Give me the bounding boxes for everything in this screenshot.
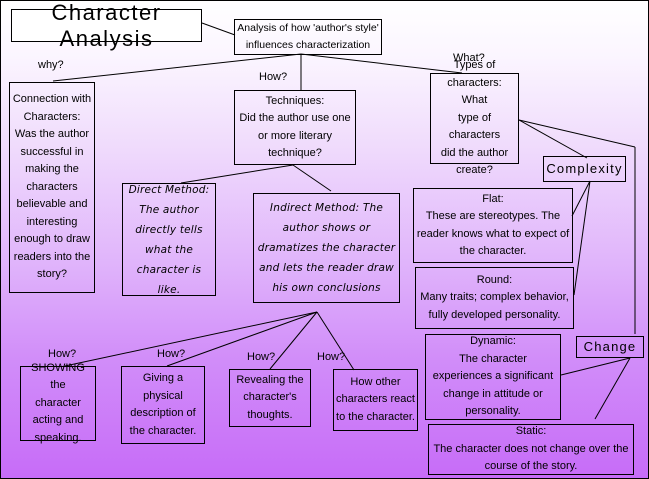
node-others-react: How other characters react to the charac… bbox=[333, 369, 418, 431]
link-types-change bbox=[518, 119, 636, 148]
link-complexity-flat bbox=[571, 180, 591, 217]
question-why: why? bbox=[38, 59, 64, 71]
link-indirect-physical bbox=[166, 311, 318, 367]
question-what: What? bbox=[453, 52, 485, 64]
question-how-showing: How? bbox=[48, 348, 77, 360]
link-indirect-others bbox=[316, 311, 355, 371]
link-title-root bbox=[201, 22, 236, 36]
link-change-static bbox=[594, 357, 631, 420]
node-round: Round: Many traits; complex behavior, fu… bbox=[415, 267, 574, 329]
link-techniques-direct bbox=[180, 164, 294, 184]
link-change-dynamic bbox=[560, 357, 631, 376]
node-physical-description: Giving a physical description of the cha… bbox=[121, 366, 205, 444]
node-indirect-method: Indirect Method: The author shows or dra… bbox=[253, 193, 400, 303]
question-how-physical: How? bbox=[157, 348, 186, 360]
link-root-connection bbox=[52, 53, 302, 82]
node-types-of-characters: Types of characters: What type of charac… bbox=[430, 59, 519, 176]
diagram-title: Character Analysis bbox=[11, 1, 202, 51]
node-complexity: Complexity bbox=[543, 156, 626, 182]
node-showing: SHOWING the character acting and speakin… bbox=[20, 362, 96, 444]
link-types-complexity bbox=[518, 119, 588, 159]
node-static: Static: The character does not change ov… bbox=[428, 424, 634, 475]
node-dynamic: Dynamic: The character experiences a sig… bbox=[425, 334, 561, 420]
link-root-types bbox=[300, 53, 463, 74]
question-how-thoughts: How? bbox=[247, 351, 276, 363]
link-techniques-indirect bbox=[292, 164, 332, 192]
node-flat: Flat: These are stereotypes. The reader … bbox=[413, 188, 573, 263]
node-change: Change bbox=[576, 336, 644, 358]
link-complexity-round bbox=[573, 180, 591, 296]
root-node: Analysis of how 'author's style' influen… bbox=[234, 19, 382, 55]
link-indirect-showing bbox=[64, 311, 318, 367]
link-indirect-thoughts bbox=[269, 311, 318, 370]
question-how-others: How? bbox=[317, 351, 346, 363]
node-revealing-thoughts: Revealing the character's thoughts. bbox=[229, 369, 311, 427]
node-direct-method: Direct Method: The author directly tells… bbox=[122, 183, 216, 296]
node-techniques: Techniques: Did the author use one or mo… bbox=[234, 90, 356, 165]
question-how-techniques: How? bbox=[259, 71, 288, 83]
node-connection-with-characters: Connection with Characters: Was the auth… bbox=[9, 82, 95, 293]
